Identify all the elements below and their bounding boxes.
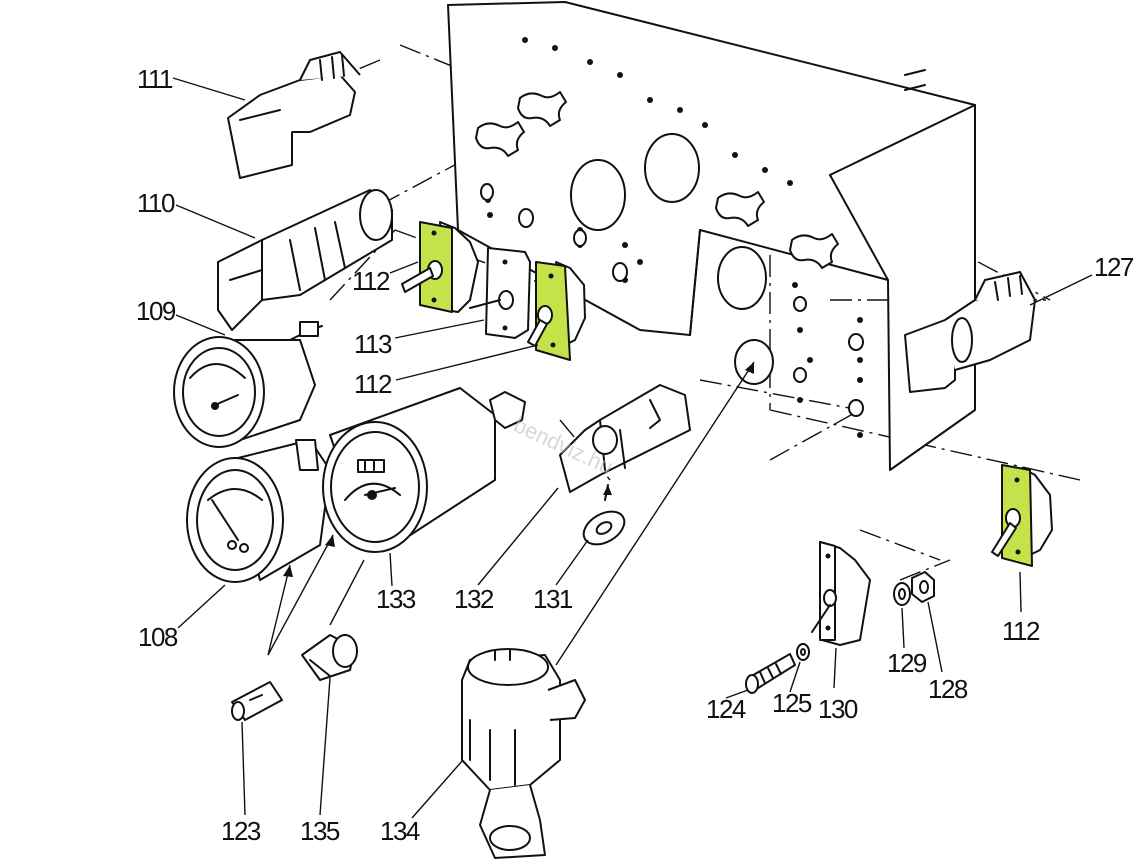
part-125-washer	[796, 643, 810, 661]
label-108: 108	[138, 622, 178, 652]
label-135: 135	[300, 816, 340, 846]
leader-lines	[172, 77, 1093, 819]
label-128: 128	[928, 674, 968, 704]
label-109: 109	[136, 296, 176, 326]
label-112-upper: 112	[352, 266, 390, 296]
label-132: 132	[454, 584, 494, 614]
label-111: 111	[137, 64, 173, 94]
label-110: 110	[137, 188, 175, 218]
part-108-gauge	[186, 439, 331, 583]
part-124-screw	[745, 653, 796, 694]
part-number-labels: 111 110 109 112 113 112 108 133 132 131 …	[136, 64, 1135, 846]
part-112-toggle-switch-middle	[527, 261, 586, 361]
label-130: 130	[818, 694, 858, 724]
label-131: 131	[533, 584, 573, 614]
part-123-bulb	[231, 681, 283, 721]
part-135-bulb-holder	[301, 634, 358, 681]
label-124: 124	[706, 694, 746, 724]
part-128-nut	[911, 571, 935, 603]
label-127: 127	[1094, 252, 1134, 282]
part-133-speedometer	[322, 387, 526, 553]
label-125: 125	[772, 688, 812, 718]
part-129-washer	[893, 582, 911, 606]
label-112-right: 112	[1002, 616, 1040, 646]
part-130-toggle-switch	[811, 541, 871, 646]
part-113-mounting-plate	[469, 247, 531, 339]
label-112-middle: 112	[354, 369, 392, 399]
part-134-socket	[461, 648, 586, 859]
part-110-cylindrical-switch	[217, 189, 393, 331]
dashboard-panel	[447, 1, 976, 471]
part-127-rotary-switch	[904, 271, 1036, 393]
part-132-switch	[559, 384, 691, 493]
label-129: 129	[887, 648, 927, 678]
part-112-toggle-switch-right	[991, 464, 1053, 567]
part-112-toggle-switch-upper	[401, 221, 479, 313]
label-133: 133	[376, 584, 416, 614]
part-131-ring	[582, 484, 626, 546]
label-123: 123	[221, 816, 261, 846]
label-113: 113	[354, 329, 392, 359]
part-111-rotary-switch	[227, 51, 361, 179]
label-134: 134	[380, 816, 420, 846]
part-109-gauge	[173, 321, 323, 448]
